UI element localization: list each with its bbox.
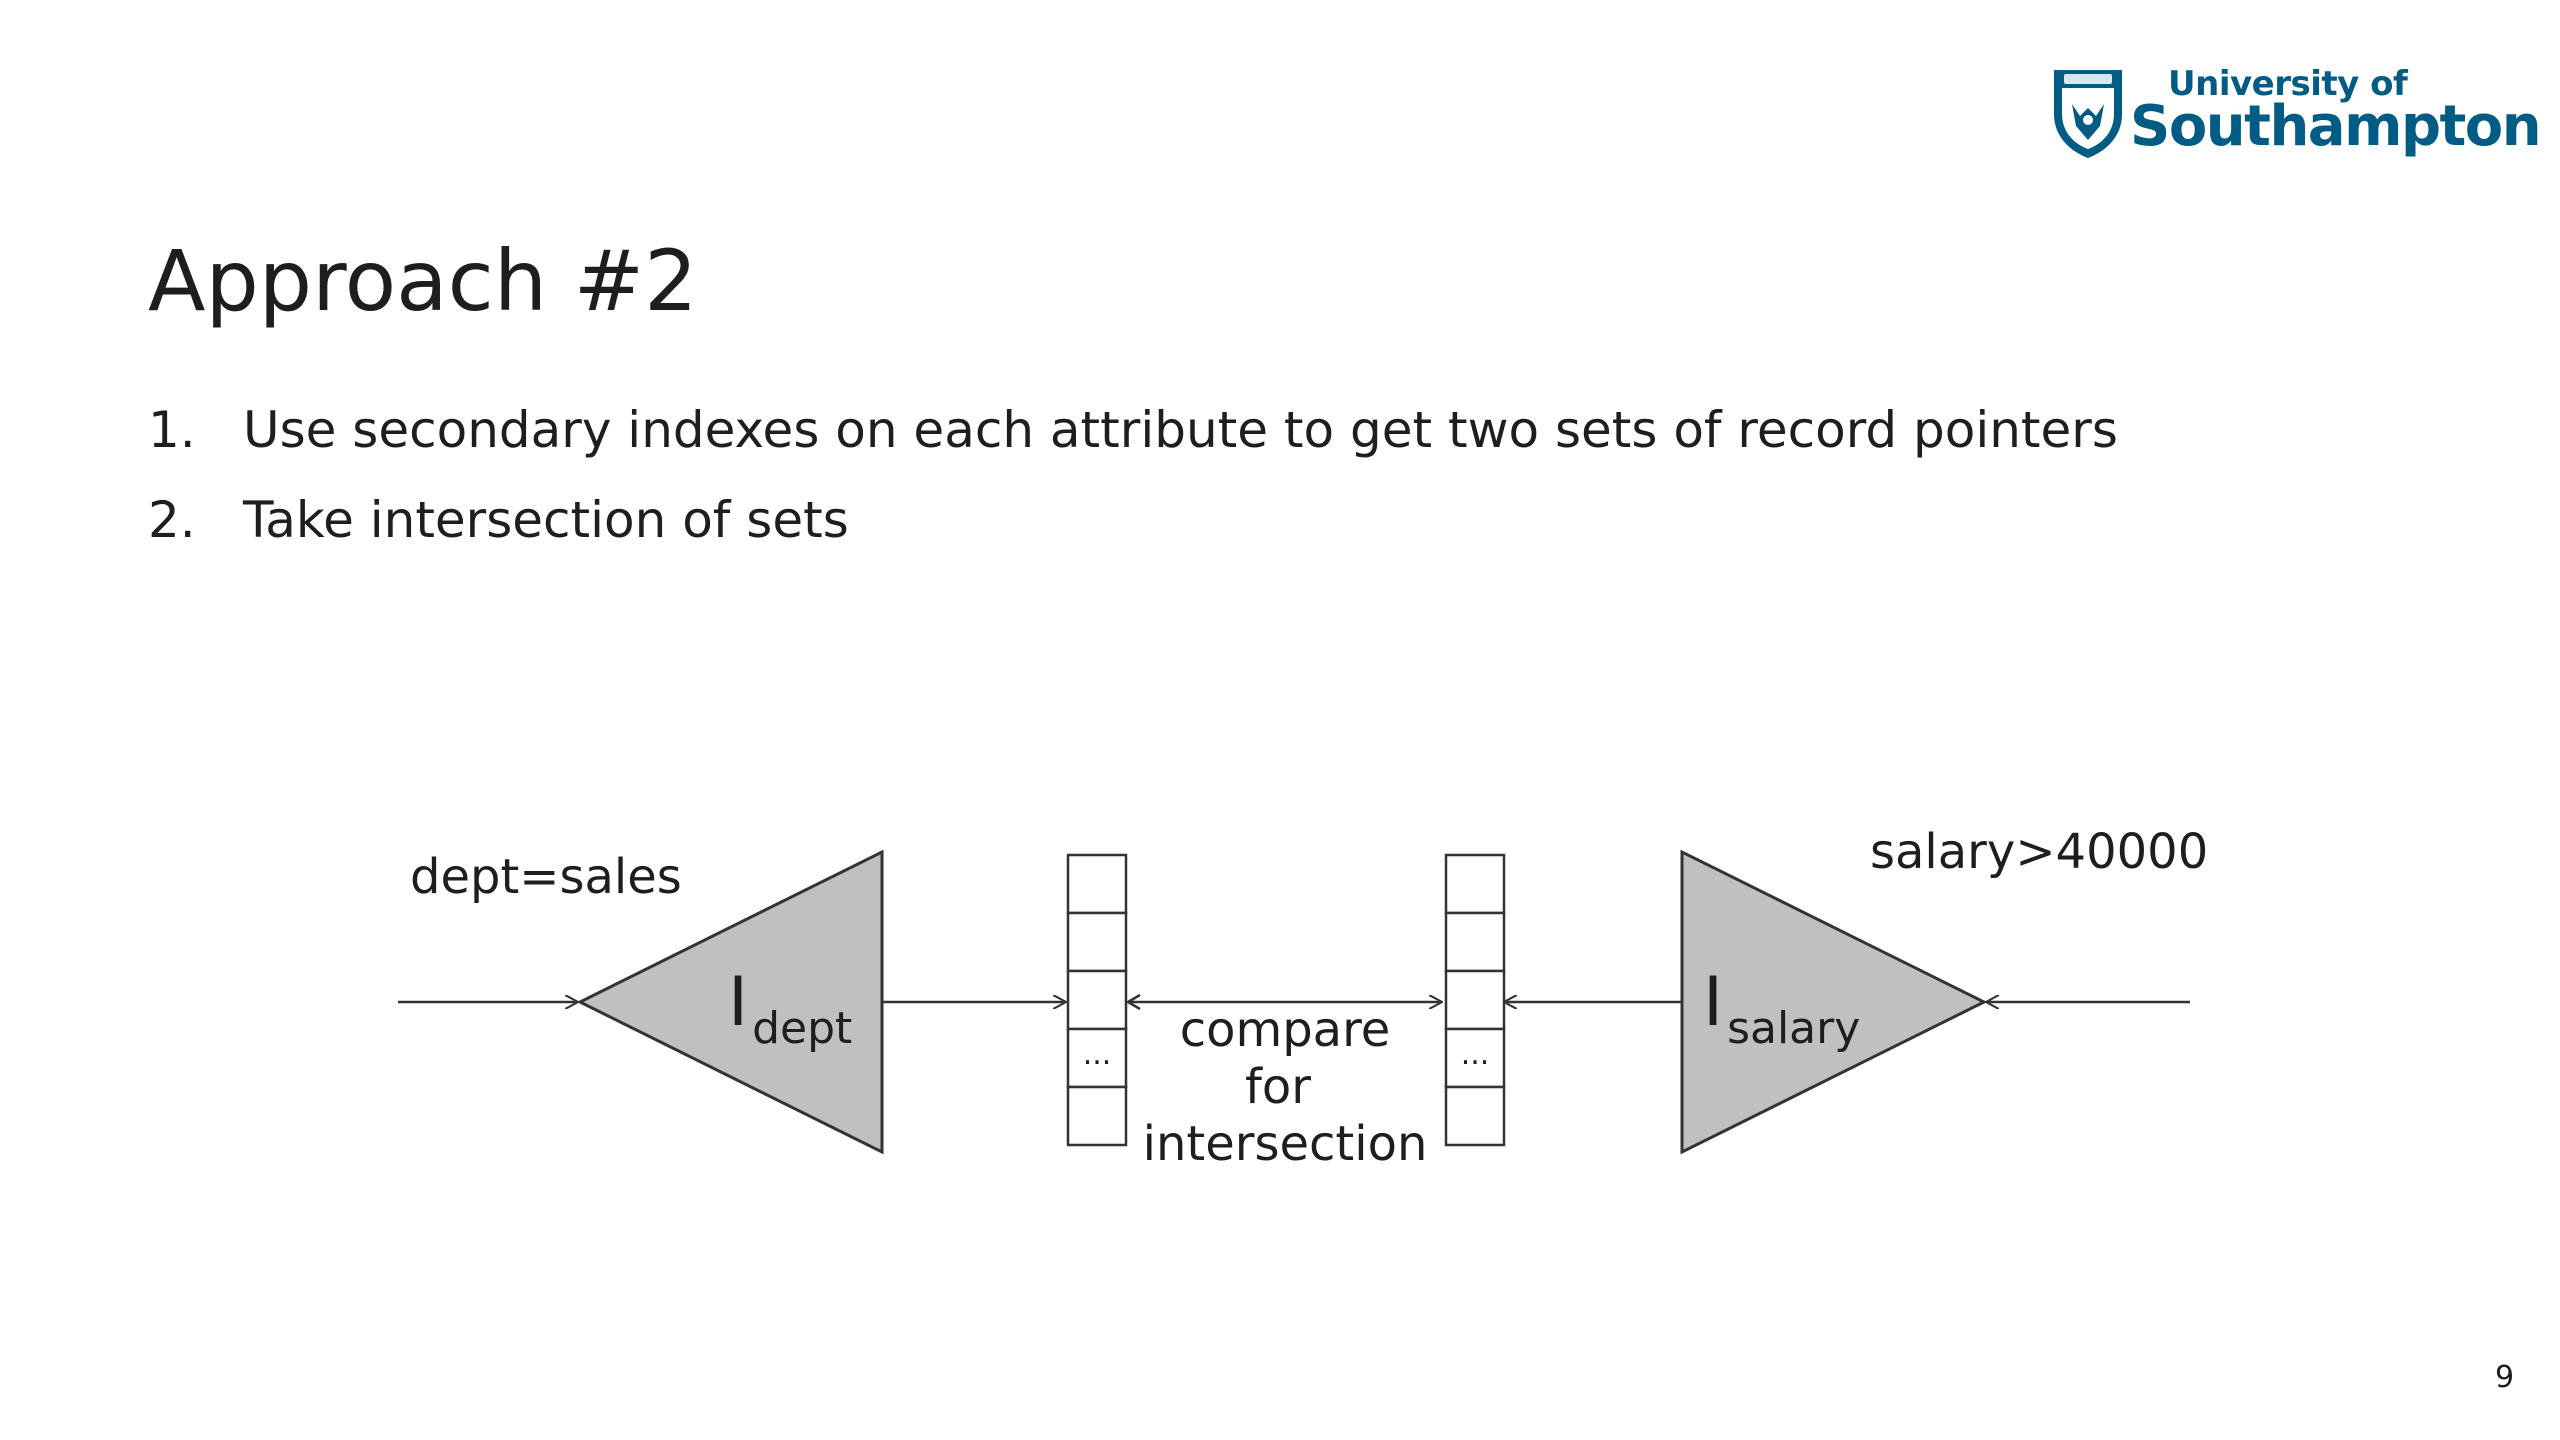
salary-index-label: Isalary	[1703, 963, 1860, 1054]
page-number: 9	[2495, 1360, 2515, 1395]
salary-pointer-set	[1444, 853, 1506, 1147]
logo-university-of: University of	[2168, 64, 2408, 104]
shield-crest-icon	[2054, 70, 2122, 158]
salary-index-triangle	[1680, 849, 1988, 1155]
pointer-cell	[1444, 911, 1506, 973]
slide-title: Approach #2	[148, 232, 698, 330]
dept-pointer-ellipsis: ...	[1083, 1037, 1112, 1072]
list-item: 1. Use secondary indexes on each attribu…	[148, 385, 2118, 475]
pointer-cell	[1066, 911, 1128, 973]
logo-southampton: Southampton	[2130, 94, 2542, 159]
list-item: 2. Take intersection of sets	[148, 475, 2118, 565]
dept-index-label: Idept	[728, 963, 852, 1054]
left-condition-label: dept=sales	[410, 849, 682, 905]
compare-label-line2: for	[1245, 1059, 1311, 1115]
right-condition-label: salary>40000	[1870, 824, 2208, 880]
compare-arrow-left-head	[1125, 993, 1141, 1011]
list-item-text: Take intersection of sets	[243, 491, 849, 549]
pointer-cell	[1444, 853, 1506, 915]
university-logo: University of Southampton	[2050, 60, 2542, 170]
pointer-cell	[1066, 853, 1128, 915]
steps-list: 1. Use secondary indexes on each attribu…	[148, 385, 2118, 565]
pointer-cell	[1444, 1085, 1506, 1147]
compare-label-line3: intersection	[1143, 1116, 1428, 1172]
salary-pointer-ellipsis: ...	[1461, 1037, 1490, 1072]
dept-pointer-set	[1066, 853, 1128, 1147]
pointer-cell	[1444, 969, 1506, 1031]
compare-label-line1: compare	[1180, 1002, 1391, 1058]
pointer-cell	[1066, 969, 1128, 1031]
pointer-cell	[1066, 1085, 1128, 1147]
list-item-number: 1.	[148, 401, 196, 459]
list-item-text: Use secondary indexes on each attribute …	[243, 401, 2118, 459]
list-item-number: 2.	[148, 491, 196, 549]
